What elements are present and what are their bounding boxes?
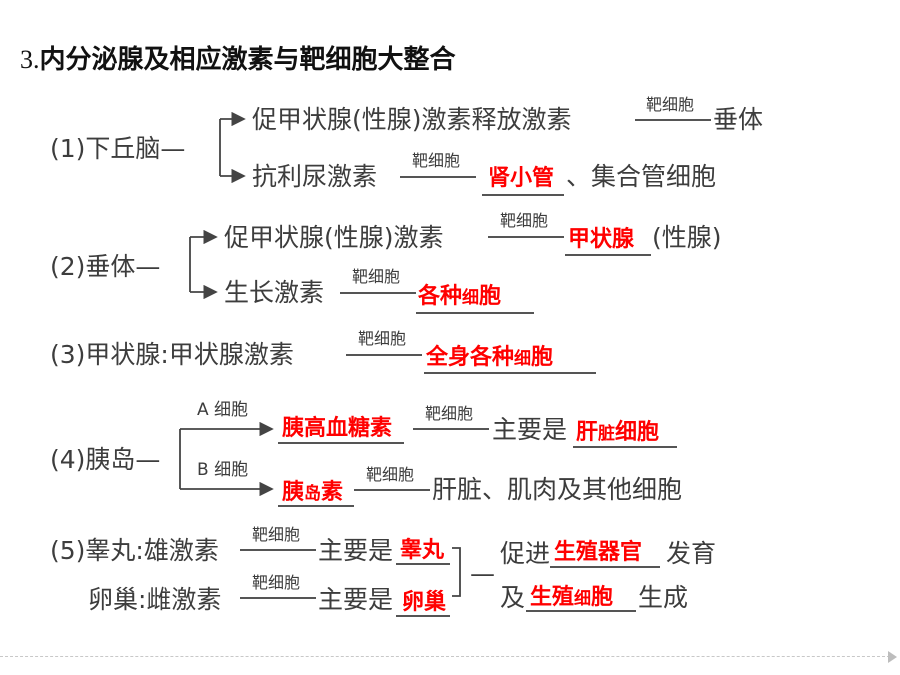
s5-and-end: 生成 [638, 583, 689, 612]
s4-head: (4)胰岛— [50, 445, 161, 474]
s5-row1-target-line [240, 549, 316, 551]
s4-b-target-line [354, 489, 430, 491]
s3-head: (3)甲状腺:甲状腺激素 [50, 340, 294, 369]
s2-row2-answer-b: 细 [462, 288, 480, 308]
s4-a-target-label: 靶细胞 [424, 404, 473, 423]
s5-row2-target-line [240, 597, 316, 599]
s4-b-target-label: 靶细胞 [365, 465, 414, 484]
s2-row2-answer-line [416, 312, 534, 314]
s5-row2-answer: 卵巢 [402, 590, 447, 615]
s3-answer-line [424, 372, 596, 374]
s5-row2-answer-line [396, 615, 450, 617]
s1-row2-target-line [400, 176, 476, 178]
s2-row2-target-line [340, 292, 416, 294]
s2-row1-target-line [488, 236, 564, 238]
s5-dash: — [470, 559, 495, 588]
s4-a-answer-line [278, 442, 404, 444]
s4-b-answer-c: 素 [321, 480, 344, 505]
s5-row1-mid: 主要是 [318, 536, 394, 565]
title-number: 3. [20, 45, 40, 74]
s2-row2-answer: 各种细胞 [418, 286, 501, 308]
s1-row2-target-label: 靶细胞 [411, 151, 460, 170]
s1-row2-end: 、集合管细胞 [566, 162, 717, 191]
s5-promote-end: 发育 [666, 539, 717, 568]
s4-a-answer2: 肝脏细胞 [576, 422, 659, 444]
s3-answer: 全身各种细胞 [426, 347, 553, 369]
s5-row1-target-label: 靶细胞 [251, 525, 300, 544]
s5-row2-target-label: 靶细胞 [251, 573, 300, 592]
s5-promote-answer: 生殖器官 [554, 540, 643, 565]
s4-a-answer: 胰高血糖素 [282, 416, 393, 441]
s5-and-answer-b: 细 [574, 589, 592, 609]
s5-row1-answer: 睾丸 [400, 538, 445, 563]
s5-and: 及 [500, 583, 526, 612]
s5-and-answer-line [526, 610, 636, 612]
s4-b-answer-b: 岛 [304, 484, 322, 504]
s5-row1-head: (5)睾丸:雄激素 [50, 536, 219, 565]
s5-row2-head: 卵巢:雌激素 [88, 585, 222, 614]
s1-row2-answer: 肾小管 [488, 166, 555, 191]
s2-row2-text: 生长激素 [224, 278, 325, 307]
s5-and-answer: 生殖细胞 [530, 587, 613, 609]
s4-a-answer2-line [573, 446, 677, 448]
s4-b-answer-a: 胰 [282, 480, 305, 505]
s5-row1-answer-line [396, 563, 450, 565]
s4-b-cell: B 细胞 [197, 460, 249, 480]
s5-and-answer-a: 生殖 [530, 585, 575, 610]
s2-row1-answer-line [565, 254, 651, 256]
s4-b-answer: 胰岛素 [282, 482, 343, 504]
s5-promote-answer-line [550, 566, 660, 568]
s1-row1-target-label: 靶细胞 [645, 95, 694, 114]
s2-row1-answer: 甲状腺 [568, 227, 635, 252]
s4-a-mid: 主要是 [492, 415, 568, 444]
page-title: 3.内分泌腺及相应激素与靶细胞大整合 [20, 45, 456, 75]
s4-a-answer2-b: 脏 [598, 424, 616, 444]
s4-a-cell: A 细胞 [197, 400, 249, 420]
s3-answer-a: 全身各种 [426, 345, 515, 370]
s1-row2-text: 抗利尿激素 [252, 162, 378, 191]
s2-row2-target-label: 靶细胞 [351, 267, 400, 286]
s4-b-answer-line [278, 505, 354, 507]
s2-row2-answer-a: 各种 [418, 284, 463, 309]
s1-row1-text: 促甲状腺(性腺)激素释放激素 [252, 105, 572, 134]
s1-row1-target-line [635, 119, 711, 121]
s5-row2-mid: 主要是 [318, 585, 394, 614]
next-slide-icon[interactable] [888, 651, 897, 663]
s4-a-target-line [413, 428, 489, 430]
s5-bracket [452, 547, 461, 597]
s3-answer-c: 胞 [531, 345, 554, 370]
s2-row1-end: (性腺) [652, 223, 722, 252]
s2-head: (2)垂体— [50, 252, 161, 281]
s1-head: (1)下丘脑— [50, 134, 186, 163]
s2-row1-text: 促甲状腺(性腺)激素 [224, 223, 444, 252]
footer-divider [0, 656, 890, 657]
s3-target-label: 靶细胞 [357, 329, 406, 348]
s3-target-line [346, 354, 422, 356]
s4-b-end: 肝脏、肌肉及其他细胞 [432, 475, 683, 504]
s1-row1-end: 垂体 [713, 105, 764, 134]
s3-answer-b: 细 [514, 349, 532, 369]
s2-row2-answer-c: 胞 [479, 284, 502, 309]
s4-a-answer2-a: 肝 [576, 420, 599, 445]
s4-a-answer2-c: 细胞 [615, 420, 660, 445]
title-text: 内分泌腺及相应激素与靶细胞大整合 [39, 45, 456, 75]
s5-promote: 促进 [500, 539, 551, 568]
s5-and-answer-c: 胞 [591, 585, 614, 610]
s2-row1-target-label: 靶细胞 [499, 211, 548, 230]
s1-row2-answer-line [482, 194, 564, 196]
